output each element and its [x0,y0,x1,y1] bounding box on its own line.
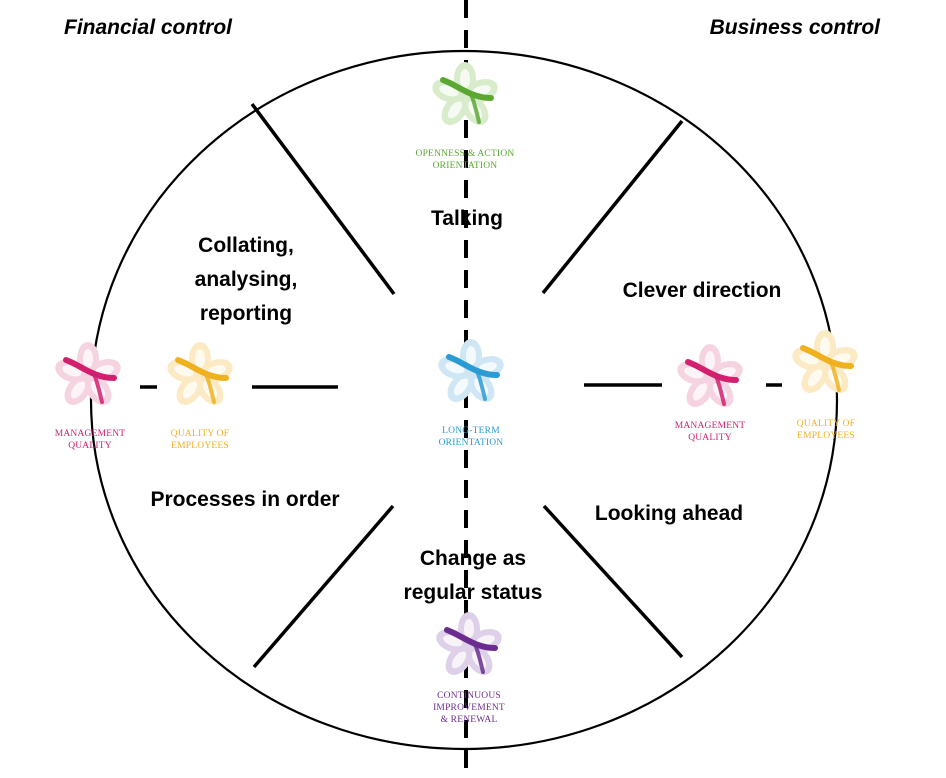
divider-lower-left [252,504,395,669]
caption-line: IMPROVEMENT [433,703,505,713]
segment-text: regular status [403,581,543,604]
caption-line: QUALITY OF [796,419,856,429]
caption-line: ORIENTATION [438,438,504,448]
flower-caption-employees-left: QUALITY OF EMPLOYEES [150,428,250,452]
caption-line: EMPLOYEES [797,431,855,441]
flower-green-icon [432,62,498,125]
segment-text: Collating, [198,234,294,257]
title-business-control: Business control [709,16,880,39]
flower-caption-employees-right: QUALITY OF EMPLOYEES [776,418,876,442]
flower-caption-continuous: CONTINUOUS IMPROVEMENT & RENEWAL [409,690,529,726]
outer-circle [89,49,839,751]
segment-label-change: Change as regular status [383,542,563,610]
caption-line: LONG-TERM [442,426,500,436]
segment-label-processes: Processes in order [134,483,356,517]
flower-magenta-icon [55,342,121,405]
caption-line: ORIENTATION [432,161,498,171]
flower-caption-long-term: LONG-TERM ORIENTATION [416,425,526,449]
caption-line: EMPLOYEES [171,441,229,451]
segment-text: analysing, [194,268,298,291]
segment-label-clever-direction: Clever direction [602,274,802,308]
title-financial-control: Financial control [64,16,233,39]
flower-magenta-icon [677,344,743,407]
divider-lower-right [542,504,684,659]
segment-text: Clever direction [622,279,782,302]
flower-caption-openness: OPENNESS & ACTION ORIENTATION [400,148,530,172]
flower-purple-icon [436,612,502,675]
caption-line: MANAGEMENT [674,421,746,431]
caption-line: QUALITY OF [170,429,230,439]
segment-text: reporting [199,302,293,325]
segment-label-talking: Talking [421,202,513,236]
segment-text: Talking [431,207,503,230]
flower-yellow-icon [792,330,858,393]
segment-label-collating: Collating, analysing, reporting [164,229,328,331]
caption-line: & RENEWAL [440,715,498,725]
flower-caption-management-right: MANAGEMENT QUALITY [660,420,760,444]
segment-text: Looking ahead [594,502,744,525]
caption-line: QUALITY [68,441,112,451]
flower-caption-management-left: MANAGEMENT QUALITY [40,428,140,452]
segment-label-looking-ahead: Looking ahead [578,497,760,531]
segment-text: Processes in order [150,488,340,511]
flower-yellow-icon [167,342,233,405]
caption-line: CONTINUOUS [437,691,501,701]
caption-line: QUALITY [688,433,732,443]
caption-line: OPENNESS & ACTION [415,149,515,159]
divider-upper-left [250,102,396,296]
flower-blue-icon [438,339,504,402]
caption-line: MANAGEMENT [54,429,126,439]
divider-upper-right [541,119,684,295]
segment-text: Change as [419,547,527,570]
